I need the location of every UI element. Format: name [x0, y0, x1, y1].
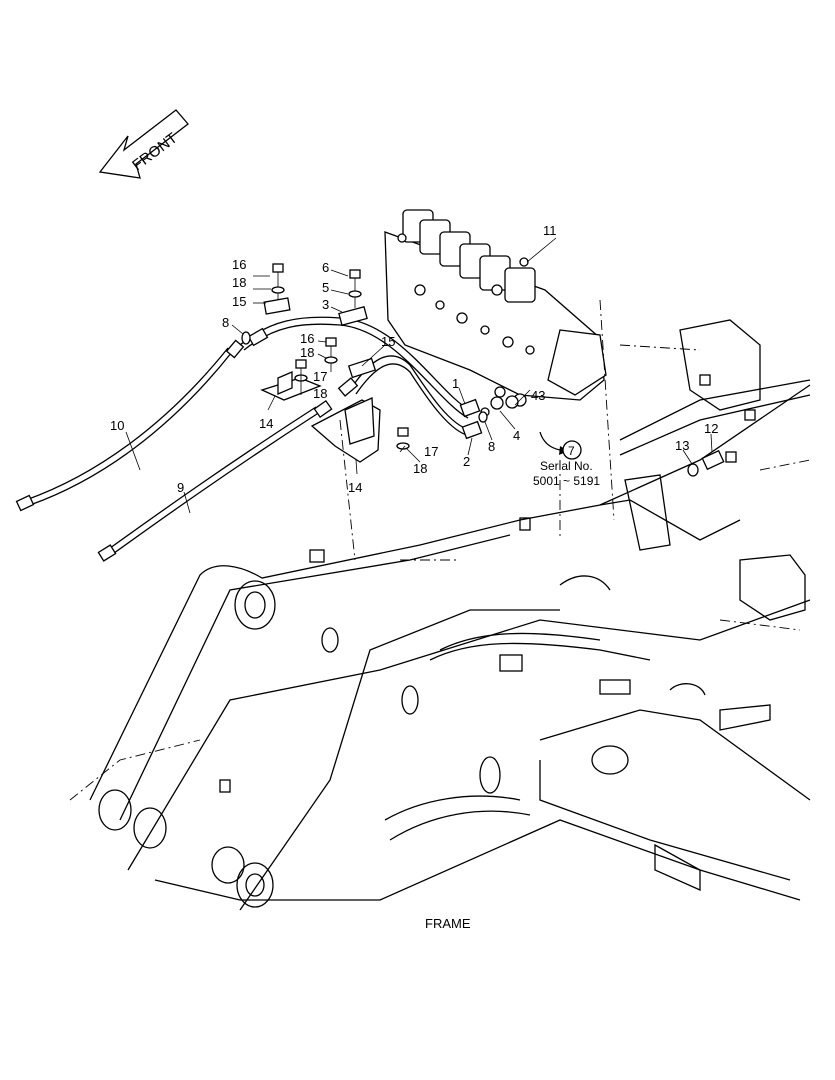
bolt-16-lower: [324, 337, 338, 372]
part-label-12: 12: [704, 421, 718, 436]
center-lines: [69, 299, 811, 801]
part-label-15-lower: 15: [381, 334, 395, 349]
leader-lines: [125, 237, 713, 514]
part-label-18-right: 18: [413, 461, 427, 476]
part-label-2: 2: [463, 454, 470, 469]
hose-10: [15, 316, 471, 512]
bolt-16-upper: [271, 263, 285, 300]
part-label-14-right: 14: [348, 480, 362, 495]
bracket-14-right: [310, 397, 381, 463]
bolt-6: [348, 269, 362, 308]
part-label-10: 10: [110, 418, 124, 433]
part-label-17-left: 17: [313, 369, 327, 384]
part-label-8-right: 8: [488, 439, 495, 454]
part-label-18-mid: 18: [300, 345, 314, 360]
part-label-6: 6: [322, 260, 329, 275]
part-label-15-upper: 15: [232, 294, 246, 309]
part-label-16-lower: 16: [300, 331, 314, 346]
part-label-4: 4: [513, 428, 520, 443]
part-label-9: 9: [177, 480, 184, 495]
part-label-5: 5: [322, 280, 329, 295]
part-label-1: 1: [452, 376, 459, 391]
part-label-8-left: 8: [222, 315, 229, 330]
bolt-17-18-left: [294, 359, 308, 395]
part-label-13: 13: [675, 438, 689, 453]
control-valve-assembly: [384, 209, 607, 407]
fitting-2: [461, 420, 483, 440]
part-label-16-upper: 16: [232, 257, 246, 272]
serial-range: 5001 ~ 5191: [533, 474, 600, 488]
part-label-18-left: 18: [313, 386, 327, 401]
diagram-caption: FRAME: [425, 916, 471, 931]
reference-callout: 7 Serial No. 5001 ~ 5191: [533, 440, 600, 488]
reference-circle-number: 7: [568, 444, 575, 458]
washer-8: [241, 331, 488, 423]
clamp-15-upper: [263, 297, 291, 315]
fitting-1: [459, 398, 481, 418]
bolt-17-18-right: [396, 427, 410, 450]
part-label-43: 43: [531, 388, 545, 403]
clamp-3: [338, 306, 368, 326]
bracket-14-left: [260, 371, 322, 401]
frame-outline: [89, 319, 811, 911]
part-label-17-right: 17: [424, 444, 438, 459]
part-label-3: 3: [322, 297, 329, 312]
clamp-15-lower: [347, 357, 377, 379]
fitting-4: [480, 395, 519, 417]
part-label-18-top: 18: [232, 275, 246, 290]
part-labels: 1 2 3 4 5 6 8 8 9 10 11 12 13 14 14 15 1…: [110, 223, 718, 495]
front-arrow-icon: FRONT: [98, 109, 189, 179]
part-label-14-left: 14: [259, 416, 273, 431]
fitting-12-13: [687, 449, 725, 477]
serial-label: Serial No.: [540, 459, 593, 473]
part-label-11: 11: [543, 223, 557, 238]
